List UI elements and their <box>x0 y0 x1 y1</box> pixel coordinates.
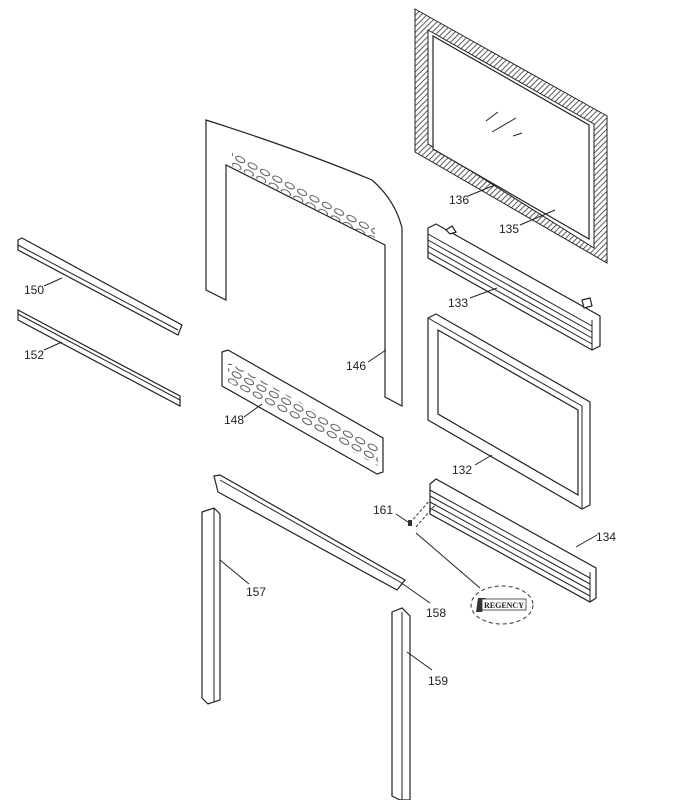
part-159-right-leg <box>391 607 411 800</box>
part-132-door-frame <box>427 313 591 510</box>
label-158: 158 <box>426 606 446 620</box>
part-133-top-louvre <box>427 223 601 351</box>
part-146-arched-surround <box>205 119 403 407</box>
part-148-lower-grill <box>221 349 384 475</box>
part-136-glass-gasket-frame <box>414 8 608 264</box>
label-161: 161 <box>373 503 393 517</box>
part-134-bottom-louvre <box>429 478 597 603</box>
part-157-left-leg <box>201 507 221 705</box>
part-158-top-rail <box>213 474 406 591</box>
logo-text: REGENCY <box>484 601 524 610</box>
part-labels: 136 135 133 132 134 161 158 159 157 148 … <box>24 193 616 688</box>
label-136: 136 <box>449 193 469 207</box>
label-152: 152 <box>24 348 44 362</box>
label-159: 159 <box>428 674 448 688</box>
label-133: 133 <box>448 296 468 310</box>
label-134: 134 <box>596 530 616 544</box>
part-152-bottom-trim <box>17 309 181 407</box>
regency-logo: REGENCY <box>470 585 534 625</box>
label-146: 146 <box>346 359 366 373</box>
label-150: 150 <box>24 283 44 297</box>
label-157: 157 <box>246 585 266 599</box>
label-148: 148 <box>224 413 244 427</box>
leader-lines <box>43 184 598 671</box>
label-132: 132 <box>452 463 472 477</box>
part-150-top-trim <box>17 237 183 336</box>
label-135: 135 <box>499 222 519 236</box>
part-161-screw <box>408 499 437 528</box>
part-135-glass <box>432 34 590 241</box>
